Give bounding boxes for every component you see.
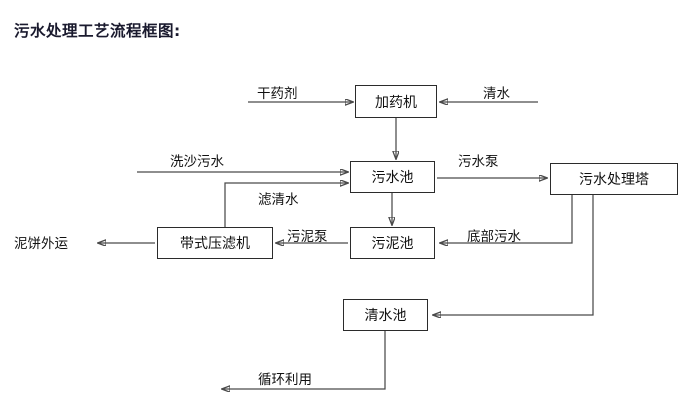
wire-clear-pool-to-recycle xyxy=(222,331,386,389)
page-title: 污水处理工艺流程框图: xyxy=(14,22,181,40)
label-sand-washing-sewage: 洗沙污水 xyxy=(170,154,224,170)
label-sludge-pump: 污泥泵 xyxy=(287,229,328,245)
node-sewage-pool[interactable]: 污水池 xyxy=(350,161,435,193)
node-sludge-pool[interactable]: 污泥池 xyxy=(350,227,435,259)
label-recycle-reuse: 循环利用 xyxy=(258,372,312,388)
wire-tower-to-clear-pool xyxy=(433,195,594,315)
label-clean-water: 清水 xyxy=(483,86,510,102)
label-dry-reagent: 干药剂 xyxy=(257,86,298,102)
node-dosing-machine[interactable]: 加药机 xyxy=(355,85,437,118)
node-treatment-tower[interactable]: 污水处理塔 xyxy=(550,163,678,195)
label-sewage-pump: 污水泵 xyxy=(458,154,499,170)
wire-tower-to-sludge-pool xyxy=(440,195,573,243)
label-filtered-clear-water: 滤清水 xyxy=(258,192,299,208)
wire-filtrate-to-sewage-pool xyxy=(224,183,348,227)
label-bottom-sewage: 底部污水 xyxy=(467,229,521,245)
node-clear-water-pool[interactable]: 清水池 xyxy=(343,299,428,331)
label-mud-cake-transport-out: 泥饼外运 xyxy=(14,236,68,252)
node-belt-filter-press[interactable]: 带式压滤机 xyxy=(157,227,273,259)
